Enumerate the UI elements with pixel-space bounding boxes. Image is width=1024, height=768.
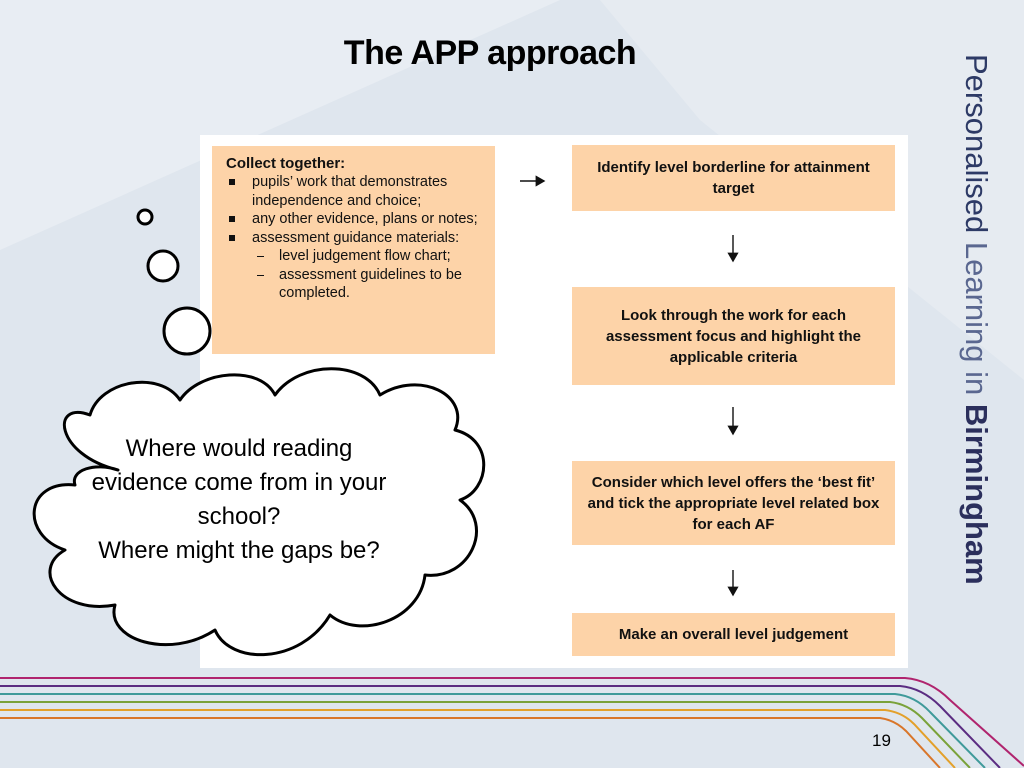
- step-consider-best-fit: Consider which level offers the ‘best fi…: [572, 461, 895, 545]
- list-item: any other evidence, plans or notes;: [226, 210, 485, 229]
- step-look-through-work: Look through the work for each assessmen…: [572, 287, 895, 385]
- thought-question-2: Where might the gaps be?: [98, 537, 380, 564]
- flowchart-panel: Collect together: pupils’ work that demo…: [200, 135, 908, 668]
- brand-logo-vertical: Personalised Learning in Birmingham: [958, 54, 998, 654]
- brand-word-learning: Learning: [959, 241, 994, 363]
- brand-word-personalised: Personalised: [959, 54, 994, 234]
- sub-list-item: level judgement flow chart;: [226, 247, 485, 266]
- brand-word-birmingham: Birmingham: [959, 403, 994, 585]
- flow-arrows: [520, 175, 739, 597]
- collect-heading: Collect together:: [226, 155, 346, 172]
- step-overall-judgement: Make an overall level judgement: [572, 613, 895, 656]
- sub-list-item: assessment guidelines to be completed.: [226, 266, 485, 303]
- slide-title: The APP approach: [343, 34, 637, 72]
- collect-together-box: Collect together: pupils’ work that demo…: [212, 146, 495, 354]
- thought-bubble-text: Where would reading evidence come from i…: [78, 432, 400, 568]
- list-item: pupils’ work that demonstrates independe…: [226, 173, 485, 210]
- thought-question-1: Where would reading evidence come from i…: [91, 435, 387, 530]
- list-item: assessment guidance materials:: [226, 229, 485, 248]
- collect-list: pupils’ work that demonstrates independe…: [226, 173, 485, 303]
- step-identify-borderline: Identify level borderline for attainment…: [572, 145, 895, 211]
- slide-number: 19: [872, 731, 891, 750]
- brand-word-in: in: [959, 371, 994, 396]
